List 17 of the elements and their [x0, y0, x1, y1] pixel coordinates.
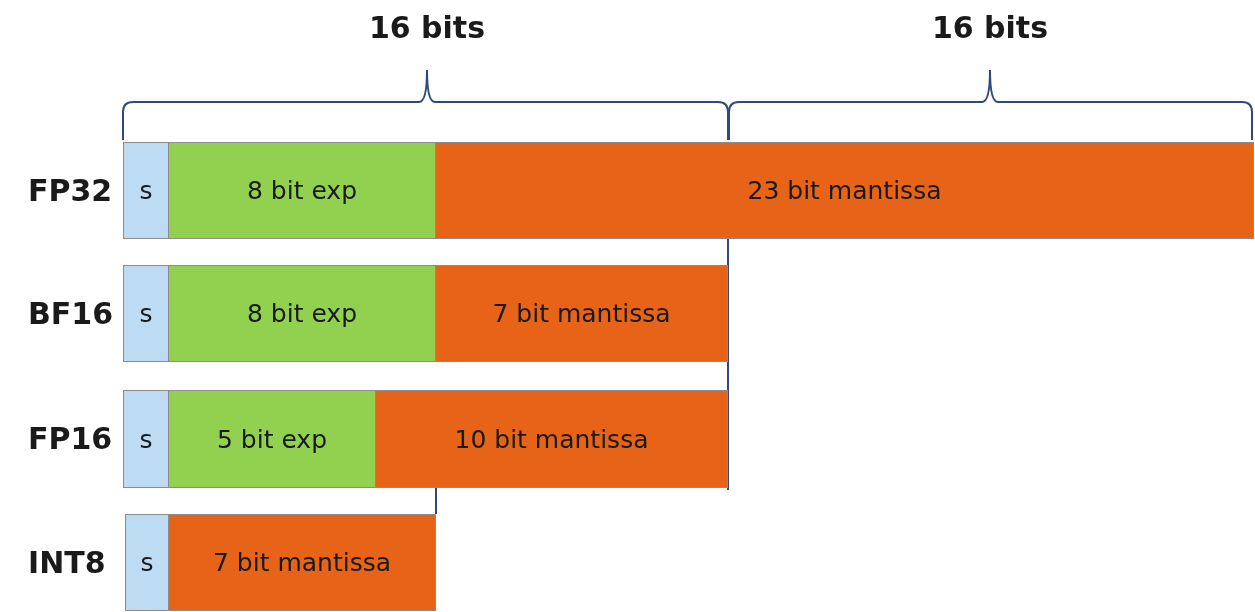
format-label: FP16: [28, 420, 113, 456]
format-label: INT8: [28, 544, 106, 580]
format-label: FP32: [28, 172, 113, 208]
sign-bit-field: s: [123, 390, 169, 488]
sign-bit-field: s: [123, 265, 169, 362]
sign-bit-field: s: [123, 142, 169, 239]
sign-bit-field: s: [125, 514, 169, 611]
mantissa-field: 7 bit mantissa: [435, 265, 728, 362]
bit-width-label: 16 bits: [931, 9, 1049, 45]
exponent-field: 8 bit exp: [168, 142, 436, 239]
exponent-field: 5 bit exp: [168, 390, 376, 488]
mantissa-field: 23 bit mantissa: [435, 142, 1254, 239]
mantissa-field: 7 bit mantissa: [168, 514, 436, 611]
exponent-field: 8 bit exp: [168, 265, 436, 362]
format-label: BF16: [28, 295, 114, 331]
mantissa-field: 10 bit mantissa: [375, 390, 728, 488]
bit-width-label: 16 bits: [368, 9, 486, 45]
